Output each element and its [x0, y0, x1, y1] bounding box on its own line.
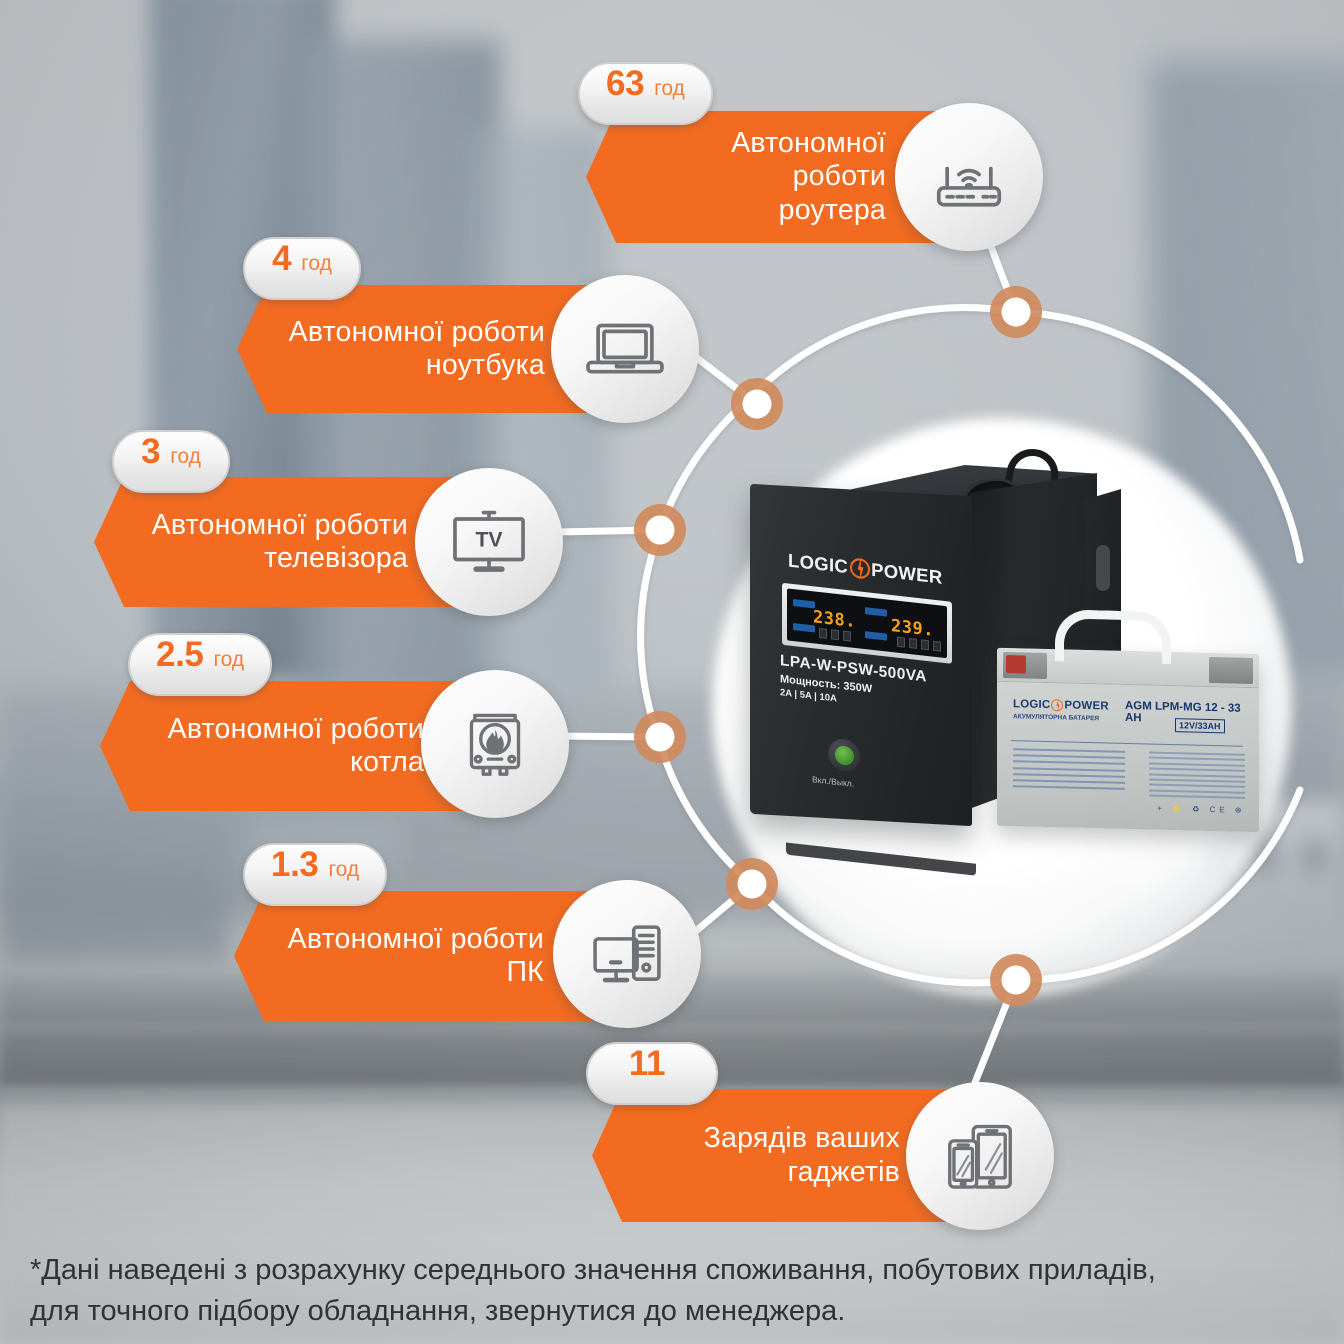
battery-spec-right	[1149, 751, 1245, 803]
flag-line2: телевізора	[264, 542, 408, 574]
battery-terminal-negative	[1209, 656, 1253, 685]
laptop-icon	[586, 323, 664, 374]
badge-router: 63 год	[578, 62, 713, 125]
flag-text-tv: Автономної роботи телевізора	[142, 509, 528, 575]
battery-terminal-positive	[1003, 651, 1047, 680]
badge-unit: год	[213, 648, 245, 671]
badge-value: 2.5	[156, 635, 204, 674]
badge-value: 3	[141, 432, 161, 471]
ups-brand-left: LOGIC	[788, 549, 849, 578]
svg-text:TV: TV	[475, 529, 502, 552]
badge-value: 11	[628, 1044, 666, 1083]
icon-circle-tv[interactable]: TV	[415, 468, 563, 616]
icon-circle-gadgets[interactable]	[906, 1082, 1054, 1230]
badge-value: 63	[606, 64, 645, 103]
badge-laptop: 4 год	[243, 237, 361, 300]
flag-line2: котла	[350, 746, 424, 778]
flag-line1: Зарядів ваших	[703, 1122, 900, 1155]
battery-handle	[1055, 609, 1171, 665]
badge-pc: 1.3 год	[243, 843, 388, 906]
bolt-icon	[849, 557, 870, 580]
flag-line1: Автономної роботи	[288, 315, 545, 348]
connector-nodes	[634, 286, 1042, 1006]
flag-line1: Автономної роботи	[731, 127, 886, 193]
battery-subtitle: АКУМУЛЯТОРНА БАТАРЕЯ	[1013, 713, 1100, 723]
battery-voltage: 12V/33AH	[1175, 718, 1225, 734]
footnote-line-1: *Дані наведені з розрахунку середнього з…	[30, 1254, 1156, 1286]
ups-brand-right: POWER	[871, 558, 943, 588]
product-photo: LOGIC POWER 238. 239. LPA-W-PS	[735, 445, 1265, 876]
flag-text-pc: Автономної роботи ПК	[282, 923, 664, 989]
flag-line2: гаджетів	[787, 1155, 900, 1188]
ups-brand-logo: LOGIC POWER	[788, 549, 948, 589]
ups-front-panel: LOGIC POWER 238. 239. LPA-W-PS	[750, 483, 1052, 876]
flag-text-gadgets: Зарядів ваших гаджетів	[640, 1122, 1020, 1188]
battery-spec-left	[1013, 748, 1125, 794]
boiler-icon	[469, 713, 521, 776]
battery-brand-left: LOGIC	[1013, 698, 1051, 712]
icon-circle-pc[interactable]	[553, 880, 701, 1028]
icon-circle-router[interactable]	[895, 103, 1043, 251]
icon-circle-boiler[interactable]	[421, 670, 569, 818]
node-tv	[634, 504, 686, 556]
icon-circle-laptop[interactable]	[551, 275, 699, 423]
badge-unit: год	[328, 858, 360, 881]
node-boiler	[634, 711, 686, 763]
badge-unit: год	[654, 77, 685, 100]
ups-power-label: Вкл./Выкл.	[812, 774, 855, 789]
ring-arc-top-right	[1012, 308, 1304, 564]
flag-text-router: Автономної роботи роутера	[634, 127, 1004, 226]
badge-tv: 3 год	[112, 430, 230, 493]
battery-divider	[1011, 740, 1243, 748]
node-gadgets	[990, 954, 1042, 1006]
ups-power-button[interactable]	[828, 737, 860, 773]
flag-line2: ноутбука	[425, 349, 545, 381]
badge-unit: год	[301, 252, 332, 275]
node-router	[990, 286, 1042, 338]
battery-brand-right: POWER	[1064, 699, 1109, 713]
bolt-icon	[1051, 699, 1064, 712]
flag-line1: Автономної роботи	[167, 712, 424, 745]
battery-unit: LOGIC POWER АКУМУЛЯТОРНА БАТАРЕЯ AGM LPM…	[997, 609, 1259, 833]
node-laptop	[731, 378, 783, 430]
desktop-pc-icon	[593, 925, 661, 983]
ups-lcd-display: 238. 239.	[787, 588, 947, 659]
ring-arc-left	[637, 304, 1020, 987]
flag-line1: Автономної роботи	[151, 508, 408, 541]
flag-text-laptop: Автономної роботи ноутбука	[285, 316, 665, 382]
router-icon	[936, 166, 1002, 207]
flag-text-boiler: Автономної роботи котла	[148, 713, 544, 779]
flag-line1: Автономної роботи	[287, 922, 544, 955]
badge-value: 4	[272, 239, 292, 278]
badge-unit: год	[170, 445, 201, 468]
footnote: *Дані наведені з розрахунку середнього з…	[30, 1250, 1320, 1332]
phone-tablet-icon	[948, 1124, 1012, 1189]
tv-icon: TV	[453, 510, 525, 572]
ring-arc-bottom-right	[1012, 786, 1304, 984]
badge-gadgets: 11	[586, 1042, 718, 1105]
battery-certification-marks: + ⚡ ♻ CE ⊕	[1157, 803, 1246, 815]
flag-line2: ПК	[506, 956, 544, 988]
ups-display-bezel: 238. 239.	[782, 582, 952, 664]
badge-value: 1.3	[271, 845, 319, 884]
badge-boiler: 2.5 год	[128, 633, 273, 696]
footnote-line-2: для точного підбору обладнання, звернути…	[30, 1295, 846, 1328]
flag-line2: роутера	[778, 193, 886, 226]
battery-brand-logo: LOGIC POWER	[1013, 698, 1109, 712]
node-pc	[726, 858, 778, 910]
